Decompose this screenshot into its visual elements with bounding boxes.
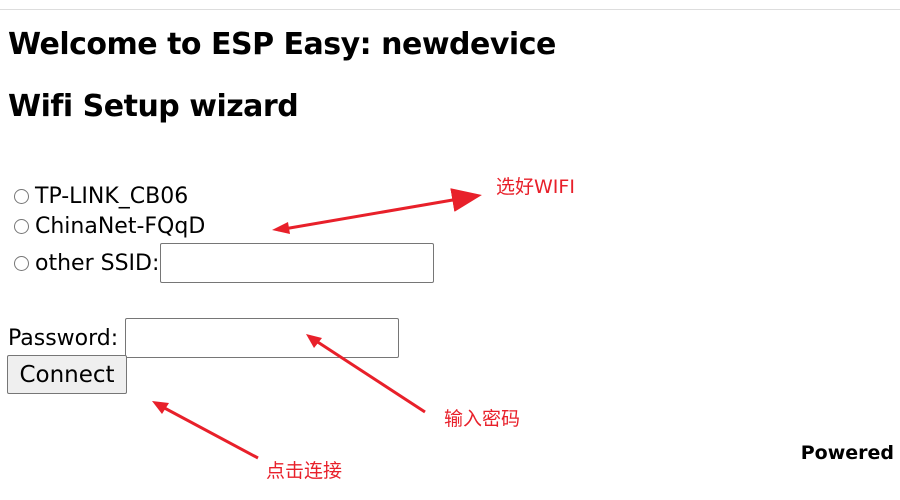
- top-border: [0, 9, 900, 10]
- password-label: Password:: [8, 325, 119, 351]
- password-row: Password:: [8, 318, 400, 358]
- radio-button[interactable]: [14, 255, 29, 271]
- network-option-other[interactable]: other SSID:: [14, 243, 435, 283]
- network-label: ChinaNet-FQqD: [35, 214, 206, 239]
- password-input[interactable]: [125, 318, 400, 358]
- other-ssid-input[interactable]: [160, 243, 435, 283]
- radio-button[interactable]: [14, 219, 29, 234]
- annotation-enter-password: 输入密码: [444, 408, 521, 430]
- arrow-to-connect: [156, 402, 259, 460]
- network-option-2[interactable]: ChinaNet-FQqD: [14, 214, 205, 239]
- radio-button[interactable]: [14, 189, 29, 204]
- network-label: TP-LINK_CB06: [35, 184, 189, 209]
- annotation-select-wifi: 选好WIFI: [496, 176, 575, 198]
- page-subtitle: Wifi Setup wizard: [8, 89, 299, 124]
- arrow-to-wifi: [277, 188, 482, 232]
- connect-button[interactable]: Connect: [7, 355, 127, 394]
- page-title: Welcome to ESP Easy: newdevice: [8, 27, 556, 62]
- arrow-to-password: [309, 335, 426, 414]
- network-option-1[interactable]: TP-LINK_CB06: [14, 184, 188, 209]
- annotation-click-connect: 点击连接: [266, 460, 343, 482]
- other-ssid-label: other SSID:: [35, 250, 160, 276]
- powered-by-text: Powered: [800, 442, 894, 464]
